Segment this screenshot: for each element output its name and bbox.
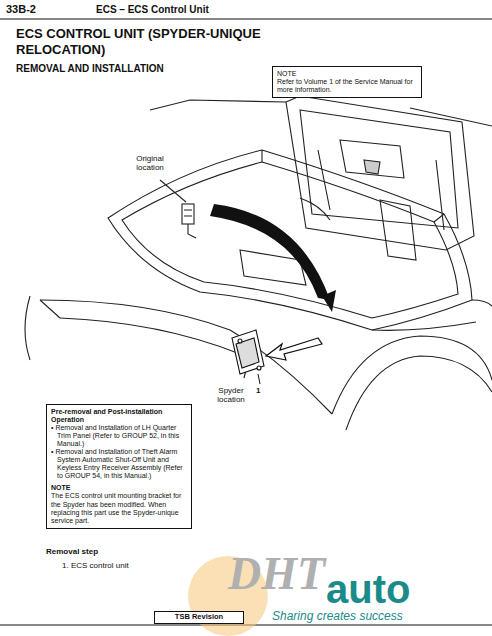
relocation-arrow [210,204,330,300]
box-text: Refer to Volume 1 of the Service Manual … [277,78,417,94]
watermark: auto [326,566,410,612]
box-text: Pre-removal and Post-installation Operat… [51,408,187,424]
section-heading: REMOVAL AND INSTALLATION [16,63,164,75]
header-rule [0,18,492,19]
location-label: Spyder location [208,386,254,404]
box-text: NOTE [277,70,417,78]
move-arrow [266,338,322,360]
note-box: NOTERefer to Volume 1 of the Service Man… [272,66,422,98]
box-text: • Removal and Installation of Theft Alar… [51,448,187,480]
watermark: DHT [228,548,325,601]
arrow-head [322,290,336,312]
watermark: Sharing creates success [272,610,403,624]
page-number: 33B-2 [6,3,36,16]
section-header: ECS – ECS Control Unit [96,4,209,16]
location-label: Original location [126,154,174,172]
callout-number: 1 [256,386,260,395]
step-item: 1. ECS control unit [62,561,129,570]
box-text: NOTE [51,484,187,492]
car-body [25,96,492,430]
procedure-box: Pre-removal and Post-installation Operat… [46,404,192,529]
box-text: • Removal and Installation of LH Quarter… [51,424,187,448]
page-title: ECS CONTROL UNIT (SPYDER-UNIQUE RELOCATI… [16,26,266,57]
box-text: TSB Revision [159,613,239,622]
box-text: The ECS control unit mounting bracket fo… [51,492,187,524]
step-heading: Removal step [46,547,98,556]
revision-box: TSB Revision [154,611,244,624]
spyder-bracket [232,330,264,374]
